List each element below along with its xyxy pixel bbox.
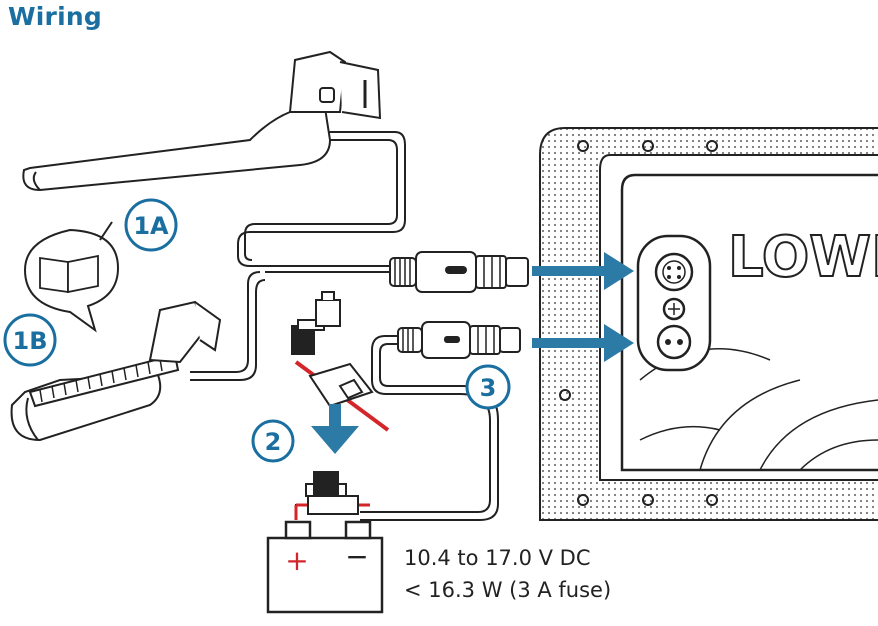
callout-2: 2 [251, 419, 295, 463]
arrow-right-icon [532, 324, 634, 362]
display-connector-panel [636, 234, 712, 372]
transducer-connector [389, 251, 529, 293]
svg-text:1A: 1A [133, 212, 169, 240]
battery [266, 520, 384, 614]
battery-minus-symbol: − [345, 540, 368, 573]
battery-plus-symbol: + [285, 544, 308, 577]
power-spec: < 16.3 W (3 A fuse) [404, 578, 612, 602]
power-connector [397, 321, 521, 359]
manual-book-icon [23, 221, 120, 333]
voltage-spec: 10.4 to 17.0 V DC [404, 546, 591, 570]
callout-1a: 1A [124, 198, 178, 252]
battery-wiring [294, 503, 372, 520]
svg-text:3: 3 [480, 374, 497, 402]
power-cable [360, 335, 499, 521]
transducer-cable [190, 131, 406, 381]
transducer-1a [22, 50, 382, 192]
arrow-right-icon [532, 252, 634, 290]
callout-1b: 1B [3, 313, 57, 367]
arrow-down-icon [311, 404, 359, 454]
callout-3: 3 [465, 364, 511, 410]
fuse-assembled [305, 471, 359, 515]
page-title: Wiring [8, 2, 102, 31]
display-brand: LOWR [728, 225, 878, 290]
svg-text:2: 2 [265, 428, 282, 456]
svg-text:1B: 1B [13, 327, 48, 355]
transducer-1b [10, 300, 222, 442]
fuse-holder [291, 291, 390, 432]
